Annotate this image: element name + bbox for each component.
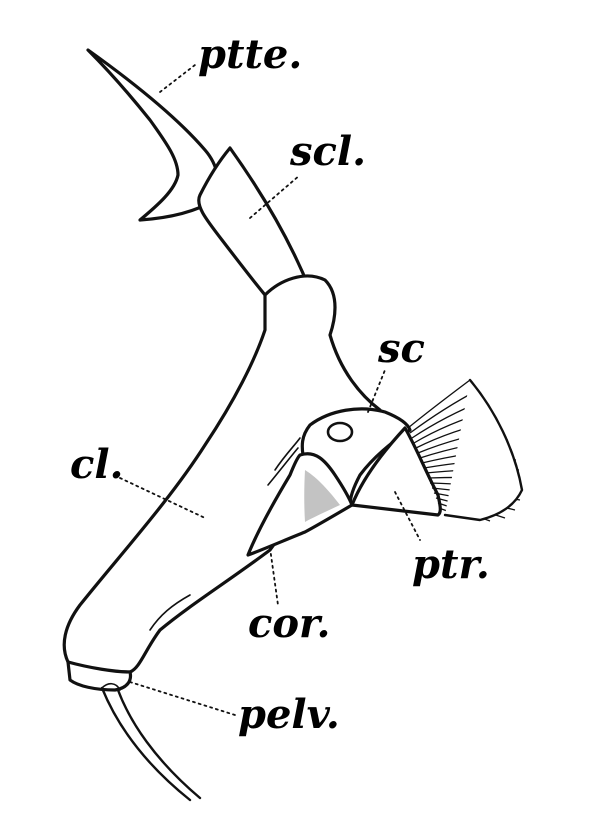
scapular-foramen bbox=[326, 421, 354, 443]
label-sc: sc bbox=[377, 325, 425, 372]
sc-leader bbox=[367, 369, 386, 413]
cleithrum-ridge-line bbox=[274, 437, 301, 471]
ptte-leader bbox=[159, 64, 196, 93]
pelvic-bone-tip bbox=[101, 682, 121, 691]
coracoid-stipple-area bbox=[304, 470, 340, 522]
pelv-leader bbox=[129, 681, 236, 716]
cleithrum-tip bbox=[66, 660, 133, 692]
posttemporal-bone bbox=[86, 48, 220, 222]
cleithrum-ridge-line bbox=[267, 447, 299, 486]
label-ptte: ptte. bbox=[198, 31, 302, 78]
label-cor: cor. bbox=[248, 600, 330, 647]
cl-leader bbox=[119, 477, 206, 519]
label-ptr: ptr. bbox=[412, 541, 490, 588]
label-pelv: pelv. bbox=[238, 691, 340, 738]
pectoral-fin-rays bbox=[407, 378, 524, 522]
label-cl: cl. bbox=[70, 441, 123, 488]
pectoral-radials-bone bbox=[350, 426, 442, 517]
cor-leader bbox=[269, 547, 279, 606]
coracoid-bone bbox=[246, 452, 354, 557]
pelvic-bone bbox=[100, 686, 202, 802]
label-scl: scl. bbox=[289, 128, 366, 175]
cleithrum-ridge-line bbox=[149, 594, 191, 631]
scl-leader bbox=[249, 174, 301, 219]
